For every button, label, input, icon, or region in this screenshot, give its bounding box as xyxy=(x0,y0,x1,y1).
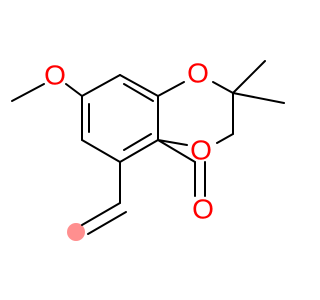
atom-o-carbonyl: O xyxy=(192,194,214,225)
bond-vinyl-2 xyxy=(81,202,121,226)
bond-ring-o-bottom-left xyxy=(157,139,188,146)
bond-vinyl-3 xyxy=(87,211,127,235)
atom-o-methoxy: O xyxy=(44,60,66,91)
bond-ring-carbonyl-link xyxy=(157,139,196,163)
aromatic-bond-2 xyxy=(123,133,152,151)
aromatic-bond-1 xyxy=(123,83,154,102)
bond-gem-dimethyl-right xyxy=(232,92,285,104)
bond-ring-o-top-right xyxy=(212,81,234,94)
bond-benzene-5 xyxy=(81,139,121,163)
atom-o-ring-bottom: O xyxy=(190,135,212,166)
bond-benzene-4 xyxy=(119,139,159,163)
bond-gem-dimethyl-top xyxy=(232,60,266,94)
bond-benzene-2 xyxy=(119,74,159,97)
bond-ring-o-bottom-right xyxy=(216,133,234,144)
vinyl-highlight xyxy=(67,223,85,241)
bond-benzene-1 xyxy=(81,74,121,97)
atom-o-ring-top: O xyxy=(187,58,209,89)
bond-methoxy-methyl xyxy=(11,83,45,102)
bond-ring-o-top-left xyxy=(157,81,185,97)
molecule-structure: O O O O xyxy=(11,58,285,241)
bond-methoxy-ring xyxy=(65,83,83,97)
